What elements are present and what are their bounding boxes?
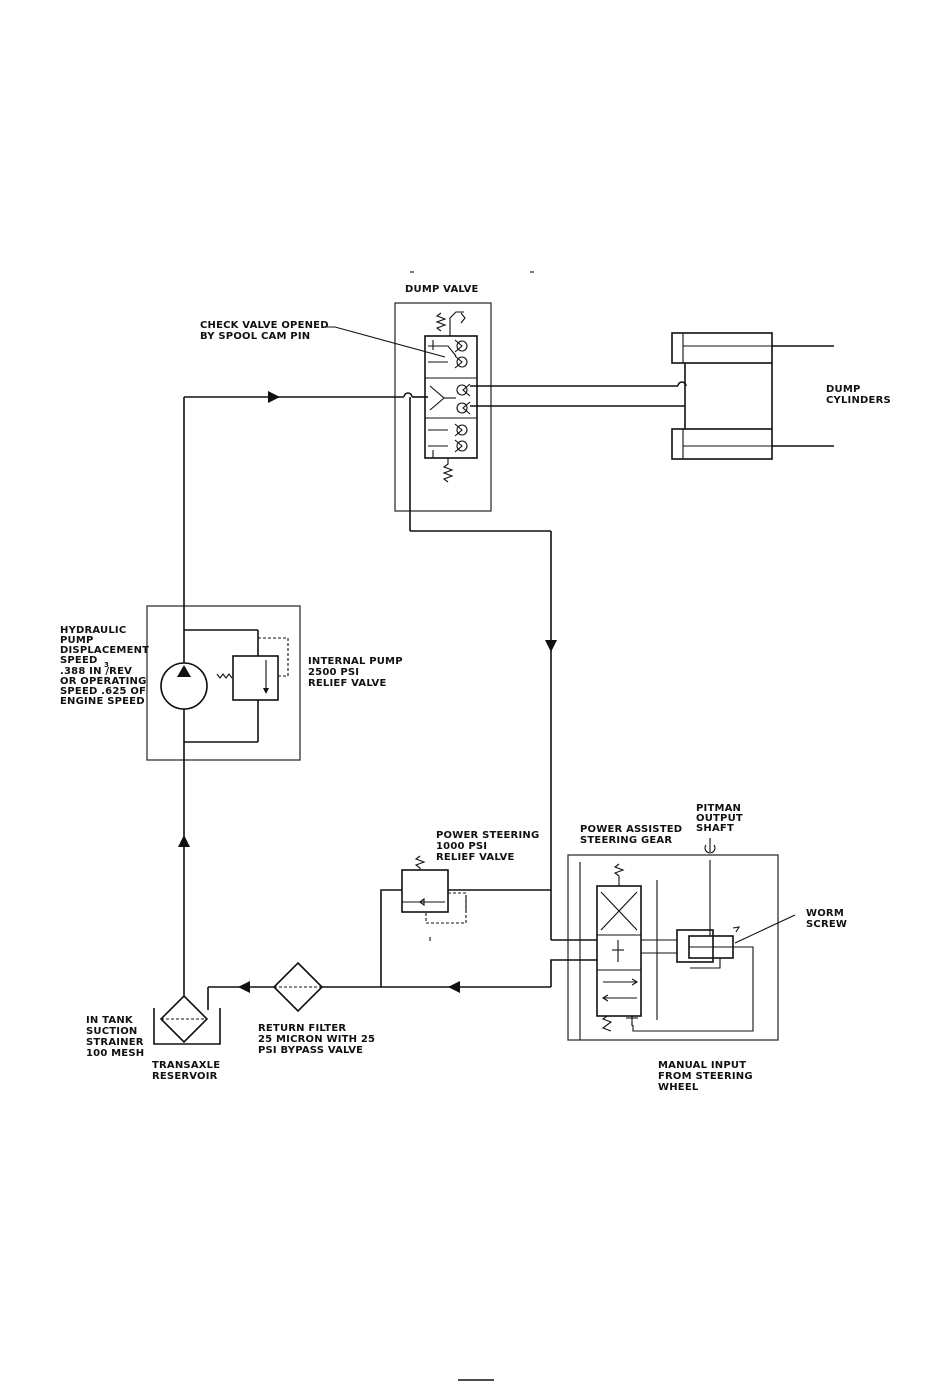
spring-icon xyxy=(216,673,233,679)
svg-text:POWER ASSISTED: POWER ASSISTED xyxy=(580,824,682,835)
svg-text:RELIEF VALVE: RELIEF VALVE xyxy=(436,852,515,863)
svg-text:HYDRAULIC: HYDRAULIC xyxy=(60,625,126,636)
svg-text:STEERING GEAR: STEERING GEAR xyxy=(580,835,672,846)
svg-text:SPEED: SPEED xyxy=(60,655,98,666)
svg-text:RELIEF VALVE: RELIEF VALVE xyxy=(308,678,387,689)
svg-text:STRAINER: STRAINER xyxy=(86,1037,144,1048)
svg-text:SHAFT: SHAFT xyxy=(696,823,734,834)
suction-strainer-icon xyxy=(159,994,209,1044)
svg-text:CYLINDERS: CYLINDERS xyxy=(826,395,891,406)
pump-housing xyxy=(146,605,301,761)
internal-relief-valve-icon xyxy=(232,655,279,701)
spring-icon xyxy=(613,863,625,886)
hydraulic-pump-assembly xyxy=(146,605,301,761)
svg-text:2500 PSI: 2500 PSI xyxy=(308,667,359,678)
svg-text:OR OPERATING: OR OPERATING xyxy=(60,676,147,687)
svg-text:CHECK VALVE OPENED: CHECK VALVE OPENED xyxy=(200,320,329,331)
svg-text:POWER STEERING: POWER STEERING xyxy=(436,830,539,841)
power-assisted-gear-label: POWER ASSISTED STEERING GEAR xyxy=(580,824,682,846)
internal-relief-label: INTERNAL PUMP 2500 PSI RELIEF VALVE xyxy=(308,656,403,689)
check-valve-label: CHECK VALVE OPENED BY SPOOL CAM PIN xyxy=(200,320,329,342)
svg-text:MANUAL INPUT: MANUAL INPUT xyxy=(658,1060,746,1071)
power-steering-relief-valve xyxy=(401,855,467,941)
svg-text:INTERNAL PUMP: INTERNAL PUMP xyxy=(308,656,403,667)
pitman-shaft-label: PITMAN OUTPUT SHAFT xyxy=(696,803,743,834)
dump-valve xyxy=(394,271,534,512)
svg-text:1000 PSI: 1000 PSI xyxy=(436,841,487,852)
svg-text:BY SPOOL CAM PIN: BY SPOOL CAM PIN xyxy=(200,331,310,342)
transaxle-reservoir xyxy=(153,994,221,1045)
return-filter-icon xyxy=(272,961,324,1013)
svg-text:RESERVOIR: RESERVOIR xyxy=(152,1071,218,1082)
spring-icon xyxy=(601,1015,613,1032)
dump-cylinders-label: DUMP CYLINDERS xyxy=(826,384,891,406)
spring-icon xyxy=(442,458,454,483)
spring-icon xyxy=(414,855,426,870)
steering-cylinder-icon xyxy=(676,929,714,963)
svg-text:IN TANK: IN TANK xyxy=(86,1015,134,1026)
svg-text:DUMP: DUMP xyxy=(826,384,861,395)
suction-strainer-label: IN TANK SUCTION STRAINER 100 MESH xyxy=(86,1015,144,1059)
reservoir-label: TRANSAXLE RESERVOIR xyxy=(152,1060,220,1082)
pitman-shaft-icon xyxy=(704,844,716,854)
dump-cylinders xyxy=(671,332,834,460)
dump-valve-spool xyxy=(424,335,478,459)
return-filter-label: RETURN FILTER 25 MICRON WITH 25 PSI BYPA… xyxy=(258,1023,375,1056)
power-assisted-steering-gear xyxy=(567,838,779,1041)
svg-text:SUCTION: SUCTION xyxy=(86,1026,137,1037)
worm-screw-label: WORM SCREW xyxy=(806,908,847,930)
spring-icon xyxy=(435,312,447,332)
svg-text:WORM: WORM xyxy=(806,908,844,919)
power-steering-relief-label: POWER STEERING 1000 PSI RELIEF VALVE xyxy=(436,830,539,863)
svg-text:25 MICRON WITH 25: 25 MICRON WITH 25 xyxy=(258,1034,375,1045)
dump-valve-label: DUMP VALVE xyxy=(405,284,479,295)
svg-text:SPEED .625 OF: SPEED .625 OF xyxy=(60,686,146,697)
detent-icon xyxy=(449,311,464,336)
svg-text:FROM STEERING: FROM STEERING xyxy=(658,1071,753,1082)
svg-text:PSI BYPASS VALVE: PSI BYPASS VALVE xyxy=(258,1045,363,1056)
dump-valve-housing xyxy=(394,302,492,512)
svg-text:PITMAN: PITMAN xyxy=(696,803,741,814)
svg-text:TRANSAXLE: TRANSAXLE xyxy=(152,1060,220,1071)
dump-cylinder-bottom xyxy=(671,428,773,460)
svg-text:RETURN FILTER: RETURN FILTER xyxy=(258,1023,346,1034)
svg-text:SCREW: SCREW xyxy=(806,919,847,930)
svg-text:.388 IN /REV: .388 IN /REV xyxy=(60,666,132,677)
check-valve-icon xyxy=(454,339,471,453)
svg-text:3: 3 xyxy=(104,661,109,669)
svg-text:WHEEL: WHEEL xyxy=(658,1082,699,1093)
svg-text:PUMP: PUMP xyxy=(60,635,94,646)
svg-text:100 MESH: 100 MESH xyxy=(86,1048,144,1059)
svg-text:ENGINE SPEED: ENGINE SPEED xyxy=(60,696,145,707)
manual-input-label: MANUAL INPUT FROM STEERING WHEEL xyxy=(658,1060,753,1093)
steering-control-valve-icon xyxy=(596,885,642,1017)
reservoir-tank-icon xyxy=(153,1008,221,1045)
power-steering-relief-icon xyxy=(401,869,449,913)
hydraulic-pump-label: HYDRAULIC PUMP DISPLACEMENT SPEED .388 I… xyxy=(60,625,149,707)
dump-cylinder-top xyxy=(671,332,773,364)
svg-text:DISPLACEMENT: DISPLACEMENT xyxy=(60,645,149,656)
steering-gear-housing xyxy=(567,854,779,1041)
svg-text:OUTPUT: OUTPUT xyxy=(696,813,743,824)
